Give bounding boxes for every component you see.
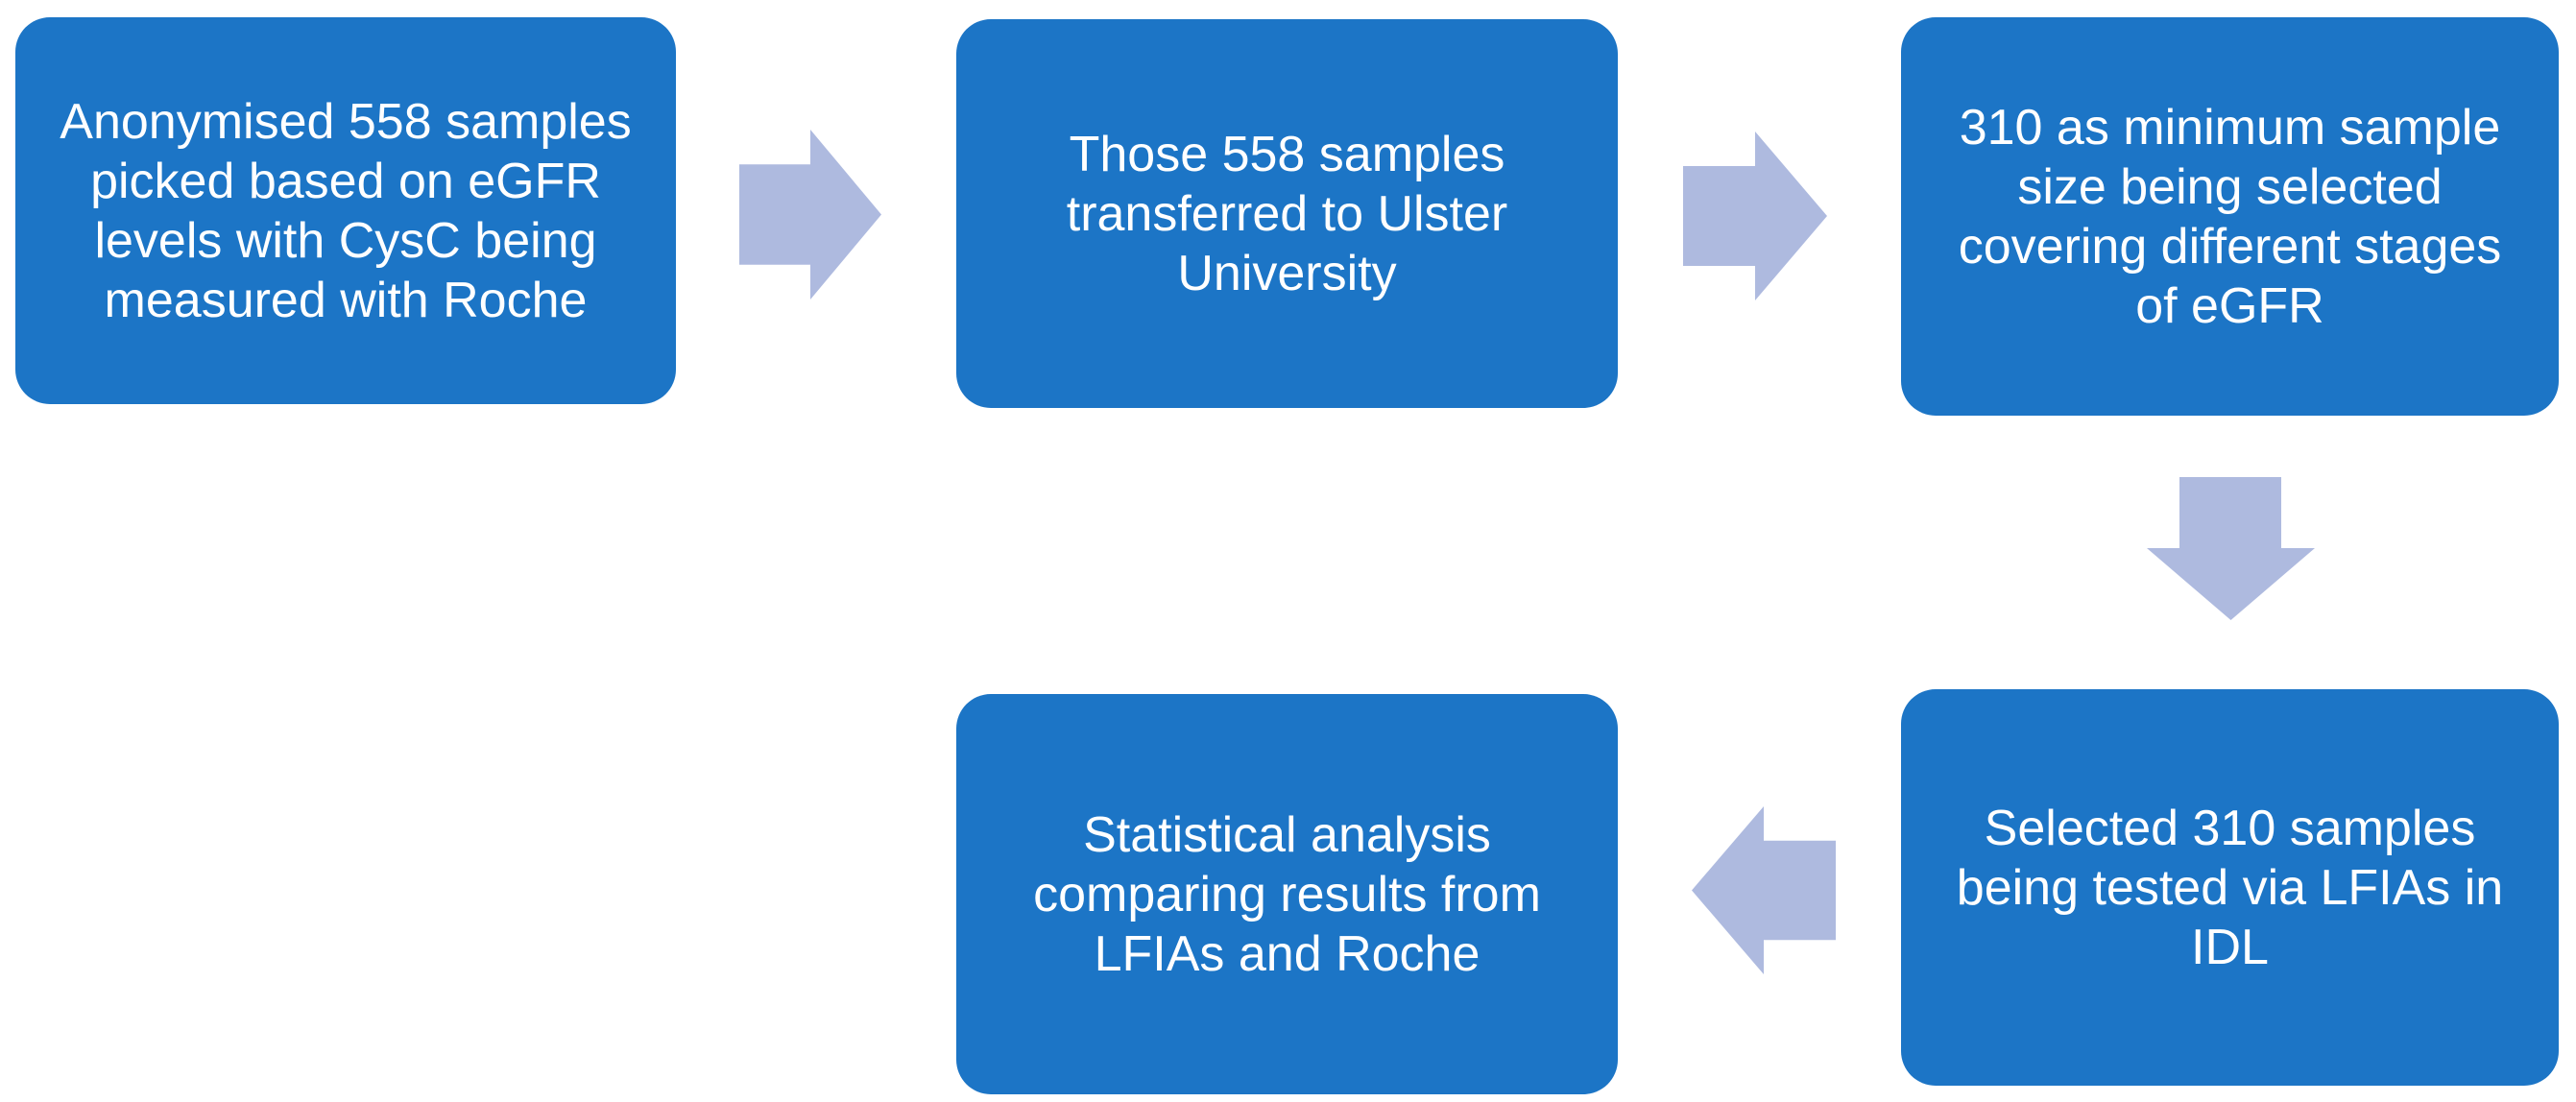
flow-step-1-box: Anonymised 558 samples picked based on e… — [15, 17, 676, 404]
flow-step-1-label: Anonymised 558 samples picked based on e… — [60, 93, 632, 328]
flow-step-3-label: 310 as minimum sample size being selecte… — [1958, 99, 2502, 334]
arrow-left-icon — [1692, 806, 1836, 974]
flow-step-5-box: Statistical analysis comparing results f… — [956, 694, 1618, 1094]
arrow-right-icon — [739, 130, 881, 299]
flow-step-4-label: Selected 310 samples being tested via LF… — [1956, 800, 2504, 975]
arrow-right-icon — [1683, 132, 1827, 300]
flow-step-3-box: 310 as minimum sample size being selecte… — [1901, 17, 2559, 416]
arrow-down-icon — [2147, 477, 2315, 620]
flow-step-2-box: Those 558 samples transferred to Ulster … — [956, 19, 1618, 408]
flow-step-4-box: Selected 310 samples being tested via LF… — [1901, 689, 2559, 1086]
flow-step-2-label: Those 558 samples transferred to Ulster … — [1066, 126, 1508, 301]
flow-step-5-label: Statistical analysis comparing results f… — [1033, 806, 1541, 982]
